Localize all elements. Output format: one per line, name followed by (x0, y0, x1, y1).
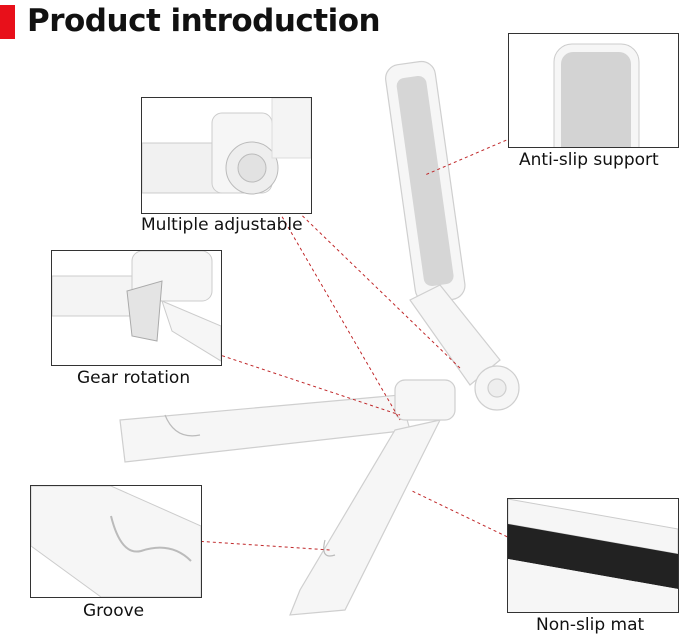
inset-anti-slip (508, 33, 679, 148)
inset-groove (30, 485, 202, 598)
inset-gear-rotation (51, 250, 222, 366)
front-leg (289, 419, 442, 616)
label-multiple-adjustable: Multiple adjustable (141, 215, 303, 235)
upright-support (385, 60, 466, 304)
title-accent-bar (0, 5, 15, 39)
inset-multiple-adjustable (141, 97, 312, 214)
label-non-slip-mat: Non-slip mat (536, 615, 645, 635)
back-leg (119, 394, 411, 463)
page-title: Product introduction (27, 3, 381, 39)
label-anti-slip: Anti-slip support (519, 150, 659, 170)
label-groove: Groove (83, 601, 145, 621)
label-gear-rotation: Gear rotation (77, 368, 191, 388)
inset-non-slip-mat (507, 498, 679, 613)
support-arm (409, 284, 501, 386)
